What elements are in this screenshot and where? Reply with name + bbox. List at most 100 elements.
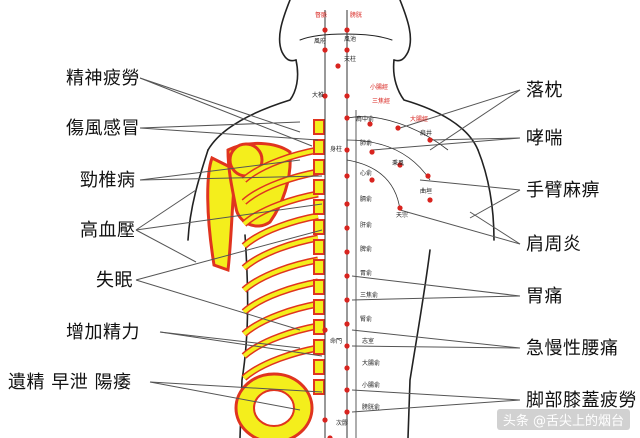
acupoint-dot (344, 409, 350, 415)
point-label-dumai: 督脈 (315, 12, 328, 19)
acupoint-dot (344, 273, 350, 279)
vertebra (313, 379, 325, 395)
acupoint-dot (344, 93, 350, 99)
leader-line (135, 229, 323, 281)
point-label-dachang-jing: 大腸經 (410, 116, 429, 123)
label-zengjia-jingli: 增加精力 (66, 322, 140, 343)
point-label: 風府 (314, 38, 327, 45)
point-label: 秉風 (392, 160, 405, 167)
point-label: 曲垣 (420, 188, 433, 195)
rib-fill (242, 192, 319, 226)
leader-line (351, 345, 521, 349)
pelvis-bones (234, 372, 314, 438)
label-jimanxing-yaotong: 急慢性腰痛 (526, 338, 619, 359)
rib-fill (242, 346, 319, 380)
vertebra (313, 159, 325, 175)
acupoint-dot (397, 205, 403, 211)
point-label-pangguang: 膀胱 (350, 12, 363, 19)
acupoint-dot (344, 343, 350, 349)
leader-line (351, 295, 521, 301)
acupoint-dot (344, 297, 350, 303)
leader-line (399, 89, 521, 129)
point-label: 膈俞 (360, 196, 373, 203)
leader-line (351, 275, 521, 297)
acupoint-dot (344, 27, 350, 33)
body-outline (187, 0, 495, 438)
leader-line (135, 279, 301, 331)
watermark: 头条 @舌尖上的烟台 (496, 409, 630, 430)
vertebra (313, 319, 325, 335)
vertebra (313, 259, 325, 275)
acupoint-dot (322, 27, 328, 33)
label-shimian: 失眠 (96, 270, 133, 291)
rib-fill (242, 170, 319, 204)
acupoint-dot (344, 249, 350, 255)
point-label-sanjiao-jing: 三焦經 (372, 98, 391, 105)
label-jianzhouyan: 肩周炎 (526, 234, 582, 255)
acupoint-dot (344, 225, 350, 231)
leader-line (351, 389, 521, 401)
acupoint-dot (344, 147, 350, 153)
label-jiaobu-xigai-pilao: 脚部膝蓋疲勞 (526, 390, 637, 411)
label-shangfeng-ganmao: 傷風感冒 (66, 118, 140, 139)
leader-line (149, 381, 301, 411)
vertebra (313, 139, 325, 155)
leader-line (159, 331, 301, 349)
leader-line (139, 159, 301, 181)
vertebra (313, 359, 325, 375)
rib-fill (242, 280, 319, 314)
acupoint-dot (344, 387, 350, 393)
acupoint-dot (327, 435, 333, 438)
point-label: 三焦俞 (360, 292, 379, 299)
vertebra (313, 279, 325, 295)
point-label: 胃俞 (360, 270, 373, 277)
acupoint-dot (427, 197, 433, 203)
rib-fill (242, 302, 319, 336)
label-jingshen-pilao: 精神疲勞 (66, 68, 140, 89)
leader-lines (135, 77, 521, 413)
point-label: 肩井 (420, 130, 433, 137)
vertebra (313, 179, 325, 195)
acupoint-dot (322, 417, 328, 423)
point-label: 志室 (362, 338, 375, 345)
meridian-lines (324, 10, 449, 438)
acupoint-dot (344, 321, 350, 327)
point-label: 命門 (330, 338, 343, 345)
label-laozhen: 落枕 (526, 80, 563, 101)
acupoint-dot (322, 327, 328, 333)
acupoint-dot (344, 173, 350, 179)
vertebra (313, 339, 325, 355)
leader-line (139, 121, 301, 129)
acupoint-dot (367, 121, 373, 127)
acupoint-dot (322, 47, 328, 53)
point-label: 肝俞 (360, 222, 373, 229)
leader-line (351, 399, 521, 413)
leader-line (139, 77, 313, 147)
leader-line (139, 127, 319, 141)
leader-line (371, 137, 521, 151)
vertebra (313, 219, 325, 235)
point-label: 小腸俞 (362, 382, 381, 389)
acupoint-dot (335, 63, 341, 69)
acupoint-dot (344, 365, 350, 371)
label-shoubi-mabi: 手臂麻痹 (526, 180, 600, 201)
point-label: 肺俞 (360, 140, 373, 147)
point-label: 天柱 (344, 56, 357, 63)
rib-fill (242, 236, 319, 270)
vertebra (313, 199, 325, 215)
rib-fill (242, 258, 319, 292)
point-label-xiaochang-jing: 小腸經 (370, 84, 389, 91)
point-label: 肩中俞 (356, 116, 375, 123)
leader-line (429, 137, 521, 141)
acupoint-dot (369, 177, 375, 183)
point-label: 心俞 (360, 170, 373, 177)
acupoint-dot (397, 162, 403, 168)
rib-fill (242, 214, 319, 248)
acupoint-dot (344, 47, 350, 53)
vertebra (313, 299, 325, 315)
label-yijing-zaoxie-yangwei: 遺精 早泄 陽痿 (8, 372, 132, 393)
acupoint-dot (344, 115, 350, 121)
leader-line (135, 203, 323, 231)
